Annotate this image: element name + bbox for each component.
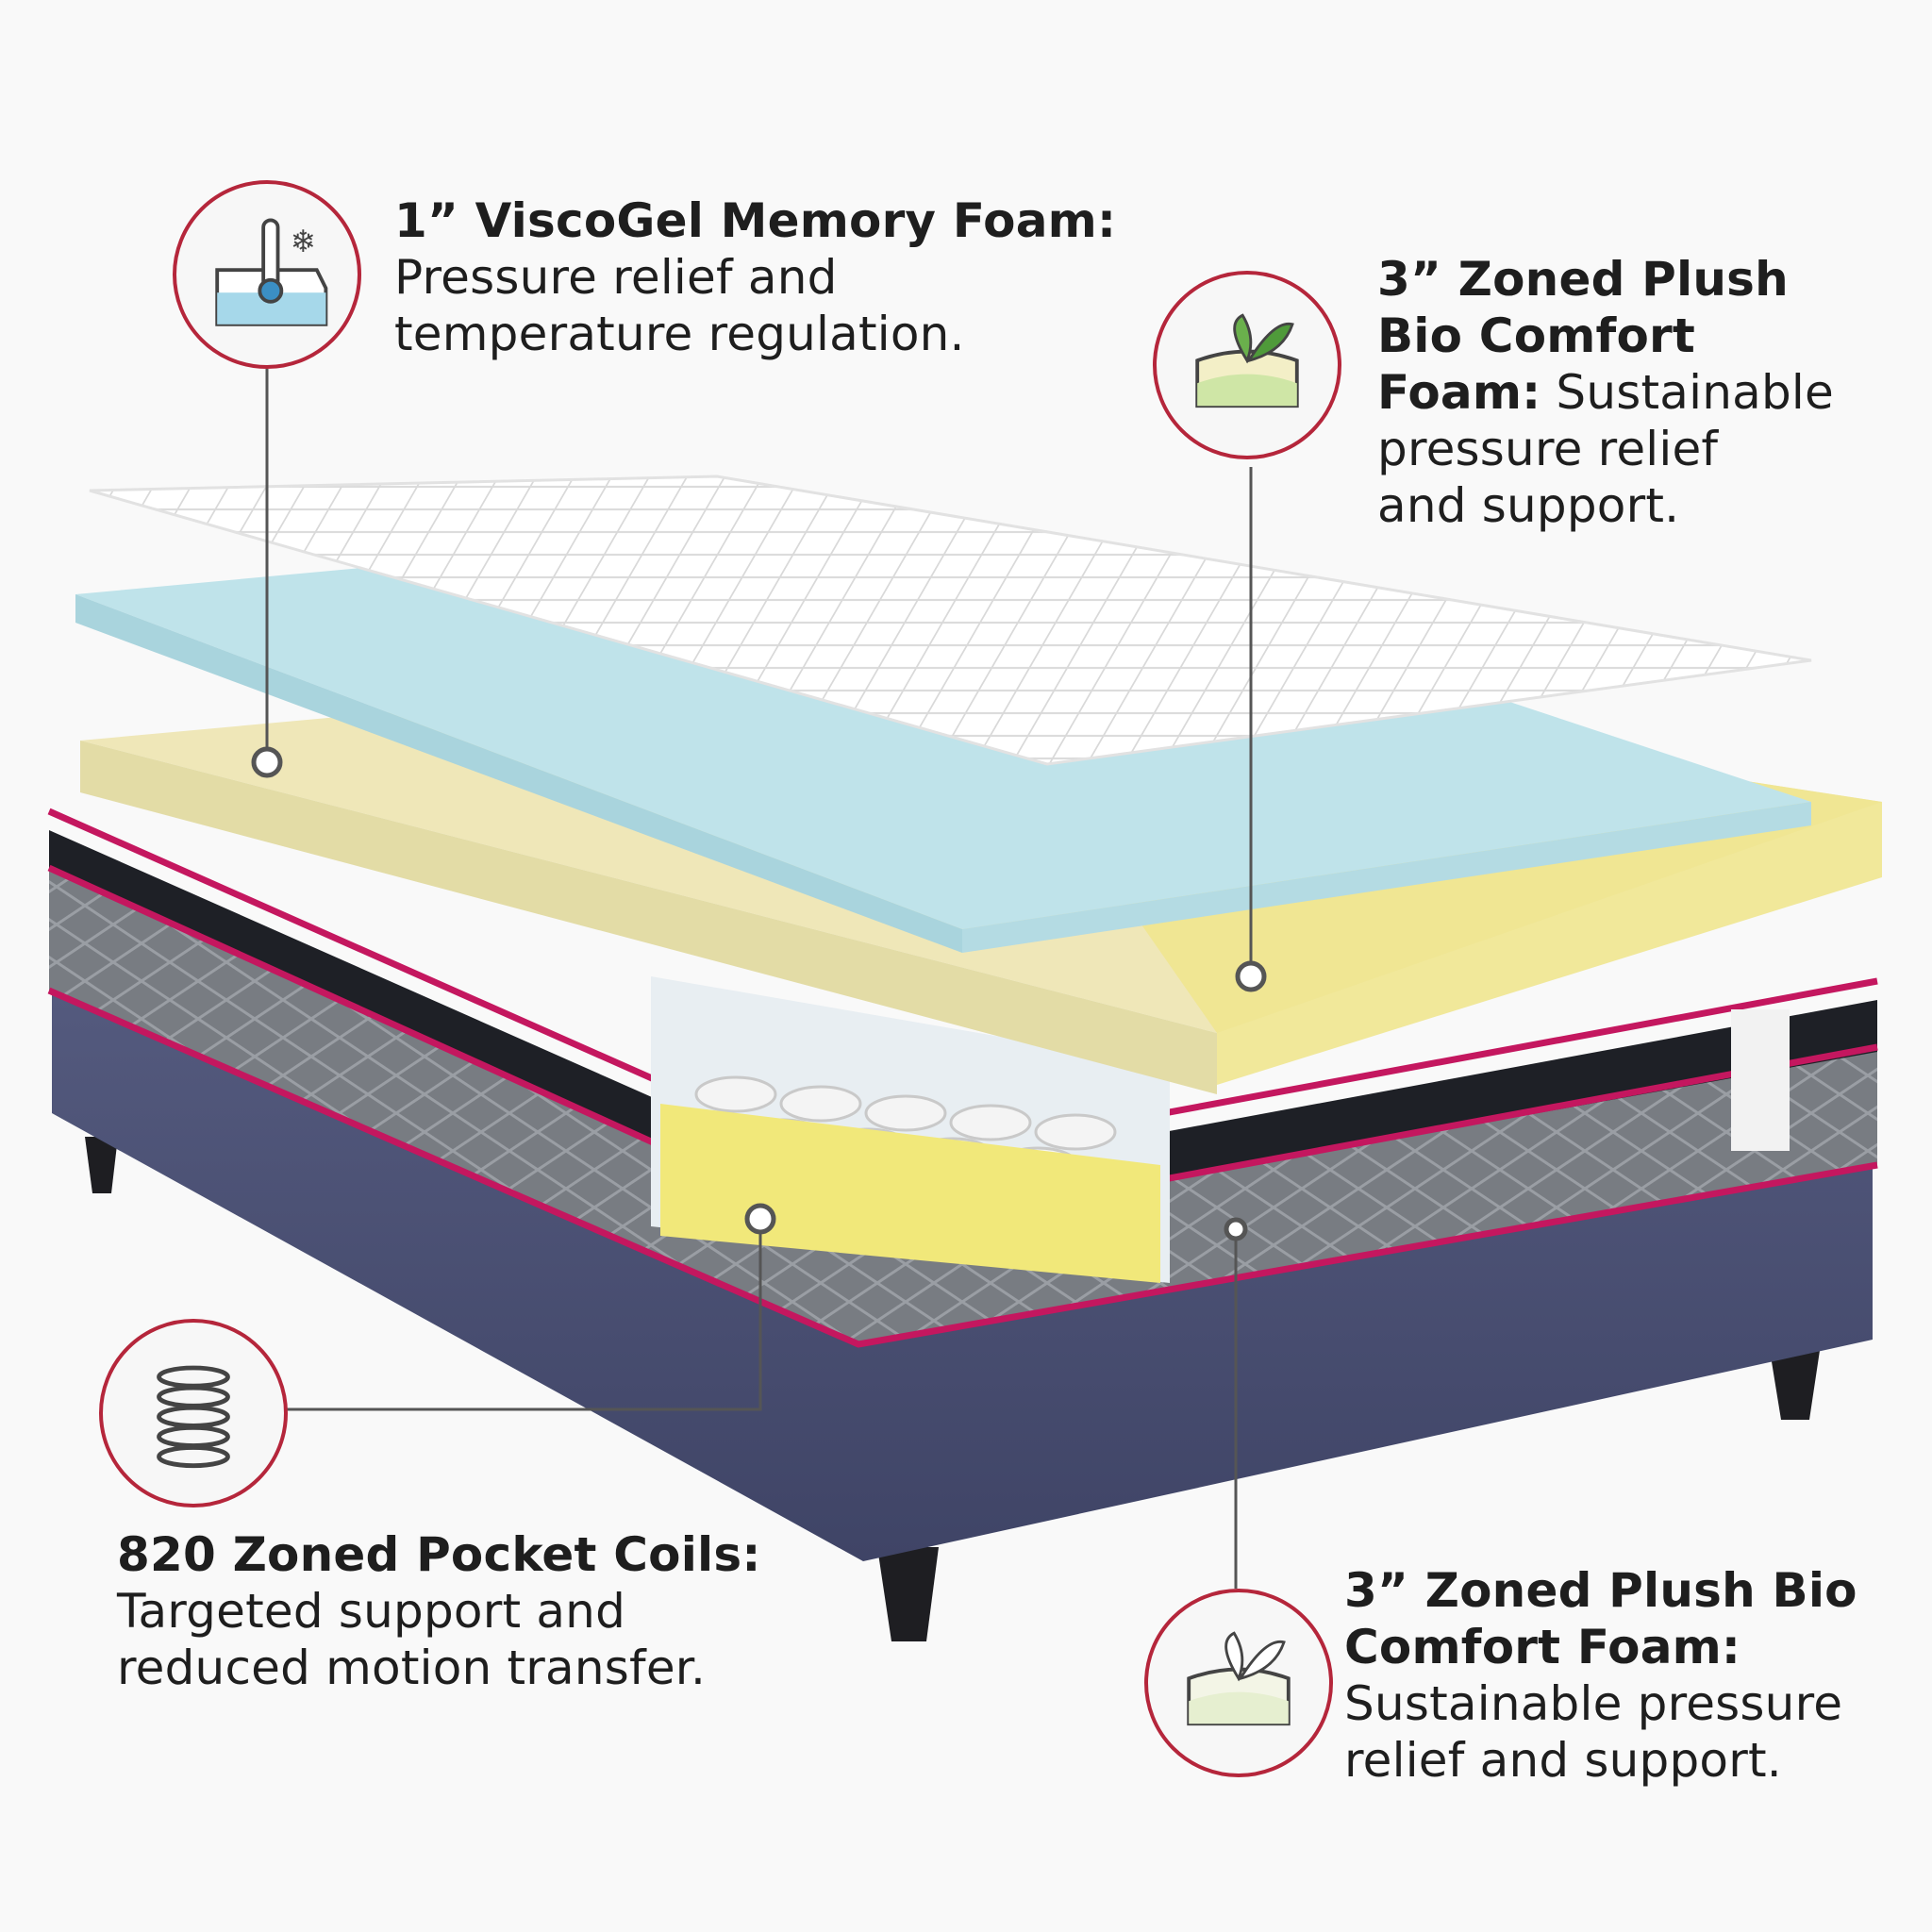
callout-title: 3” Zoned Plush Bio bbox=[1344, 1563, 1857, 1618]
quilted-top-cover bbox=[89, 475, 1812, 766]
leaf-foam-icon bbox=[1195, 313, 1299, 408]
callout-viscogel: 1” ViscoGel Memory Foam: Pressure relief… bbox=[394, 192, 1116, 362]
callout-line: Sustainable pressure bbox=[1344, 1676, 1843, 1731]
leaf-foam-icon bbox=[1187, 1631, 1291, 1726]
callout-line: Pressure relief and bbox=[394, 250, 838, 305]
callout-title: Bio Comfort bbox=[1377, 308, 1696, 363]
leader-lines bbox=[265, 369, 1253, 1589]
svg-text:❄: ❄ bbox=[291, 224, 316, 259]
bio-foam-icon-circle-top bbox=[1153, 271, 1341, 459]
coil-icon-circle bbox=[99, 1319, 288, 1507]
thermometer-snowflake-foam-icon: ❄ bbox=[215, 218, 328, 326]
callout-line: and support. bbox=[1377, 478, 1680, 533]
callout-title: 3” Zoned Plush bbox=[1377, 252, 1789, 307]
callout-line: relief and support. bbox=[1344, 1733, 1782, 1788]
viscogel-icon-circle: ❄ bbox=[173, 180, 361, 369]
coil-spring-icon bbox=[157, 1365, 230, 1469]
bio-foam-icon-circle-bottom bbox=[1144, 1589, 1333, 1777]
callout-title: 1” ViscoGel Memory Foam: bbox=[394, 193, 1117, 248]
callout-title: Comfort Foam: bbox=[1344, 1620, 1741, 1674]
callout-pocket-coils: 820 Zoned Pocket Coils: Targeted support… bbox=[117, 1526, 761, 1696]
callout-title: 820 Zoned Pocket Coils: bbox=[117, 1527, 761, 1582]
bed-legs bbox=[85, 1137, 1821, 1641]
callout-bio-foam-bottom: 3” Zoned Plush Bio Comfort Foam: Sustain… bbox=[1344, 1562, 1857, 1789]
callout-line: Targeted support and bbox=[117, 1584, 626, 1639]
callout-title: Foam: bbox=[1377, 365, 1541, 420]
callout-line: Sustainable bbox=[1556, 365, 1834, 420]
callout-bio-foam-top: 3” Zoned Plush Bio Comfort Foam: Sustain… bbox=[1377, 251, 1834, 534]
cutaway-section bbox=[651, 976, 1170, 1283]
callout-anchor-dots bbox=[251, 746, 1267, 1241]
callout-line: temperature regulation. bbox=[394, 307, 965, 361]
brand-tag bbox=[1731, 1009, 1790, 1151]
callout-line: reduced motion transfer. bbox=[117, 1641, 707, 1695]
callout-line: pressure relief bbox=[1377, 422, 1719, 476]
